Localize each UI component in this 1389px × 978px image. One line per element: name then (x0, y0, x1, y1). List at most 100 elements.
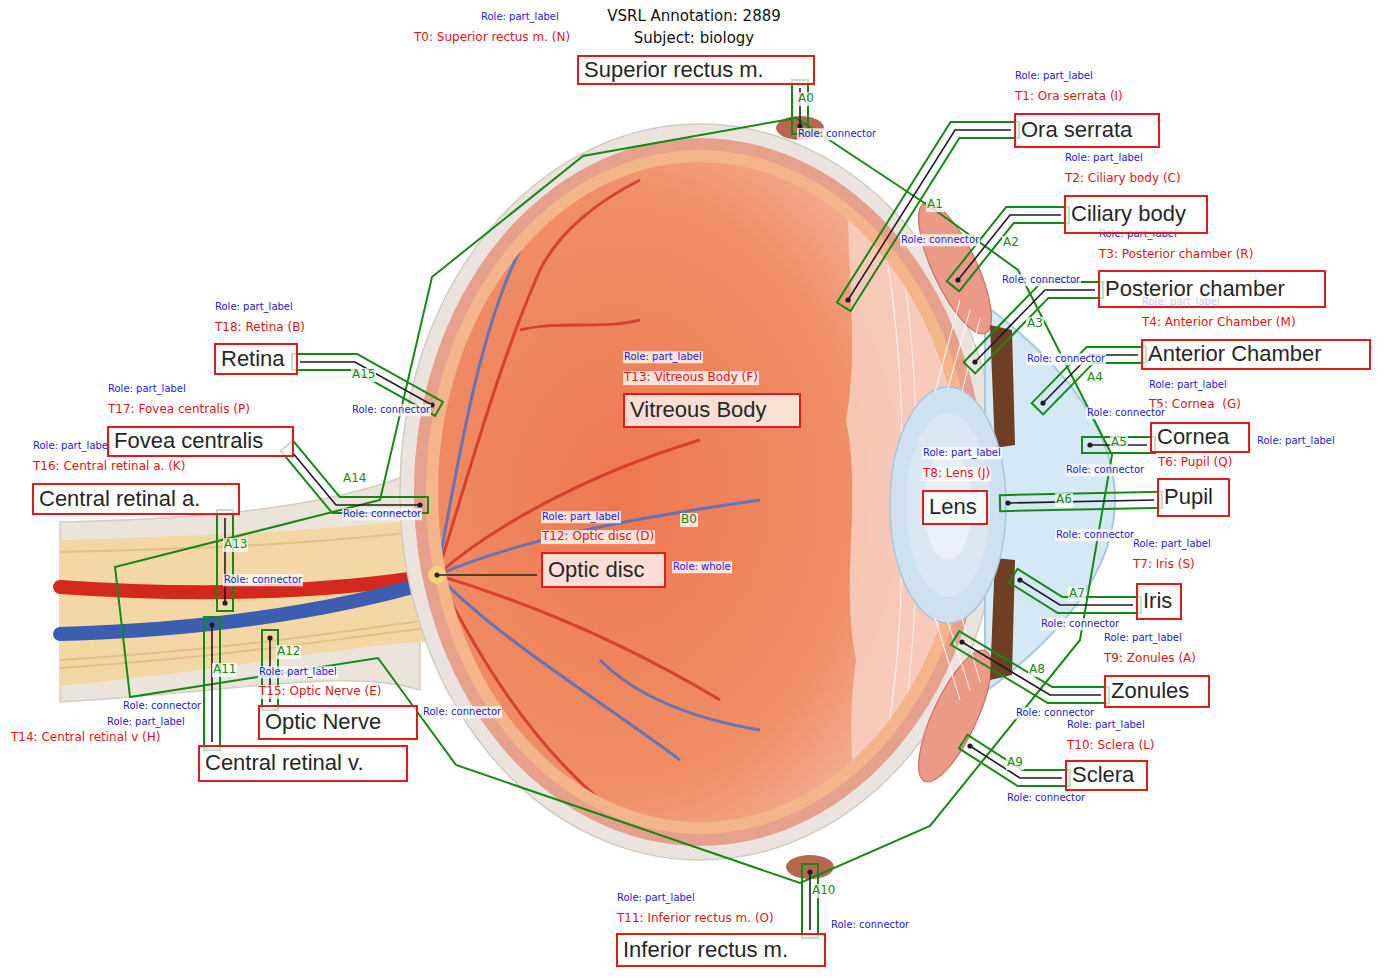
part-name: Anterior Chamber (1148, 342, 1322, 366)
part-name: Ciliary body (1071, 202, 1186, 226)
role-tag: Role: part_label (258, 666, 338, 678)
part-label-box: Central retinal v. (198, 745, 408, 782)
annotation-label: T14: Central retinal v (H) (10, 731, 161, 745)
annotation-label: T0: Superior rectus m. (N) (413, 31, 571, 45)
part-label-box: Optic disc (541, 552, 666, 588)
leader-line (848, 130, 1011, 300)
part-label-box: Zonules (1104, 675, 1210, 708)
annotation-label: T10: Sclera (L) (1066, 739, 1156, 753)
part-name: Iris (1143, 589, 1172, 613)
annotation-label: T11: Inferior rectus m. (O) (616, 912, 775, 926)
part-label-box: Ora serrata (1014, 113, 1160, 148)
part-label-box: Central retinal a. (32, 483, 240, 515)
part-name: Inferior rectus m. (623, 938, 788, 962)
part-name: Superior rectus m. (584, 58, 764, 82)
role-tag: Role: part_label (541, 511, 621, 523)
annotation-label: T18: Retina (B) (214, 321, 306, 335)
leader-line (958, 215, 1061, 280)
callout-number: A0 (797, 92, 815, 106)
leader-dot (417, 502, 422, 507)
callout-number: A7 (1068, 587, 1086, 601)
leader-dot (1087, 442, 1092, 447)
role-tag: Role: part_label (1256, 435, 1336, 447)
annotation-label: T15: Optic Nerve (E) (258, 685, 383, 699)
role-tag: Role: part_label (1132, 538, 1212, 550)
annotation-label: T13: Vitreous Body (F) (623, 371, 759, 385)
annotation-label: T9: Zonules (A) (1103, 652, 1197, 666)
leader-line (300, 362, 432, 405)
role-tag: Role: part_label (480, 11, 560, 23)
part-name: Central retinal a. (39, 487, 200, 511)
annotation-label: T16: Central retinal a. (K) (32, 460, 186, 474)
part-label-box: Vitreous Body (623, 393, 801, 428)
callout-number: A2 (1002, 236, 1020, 250)
role-tag: Role: connector (900, 234, 980, 246)
role-tag: Role: part_label (107, 383, 187, 395)
leader-dot (967, 743, 972, 748)
callout-number: A10 (811, 884, 836, 898)
annotation-label: T17: Fovea centralis (P) (107, 403, 251, 417)
callout-number: A1 (926, 198, 944, 212)
part-label-box: Inferior rectus m. (616, 933, 826, 967)
part-label-box: Ciliary body (1064, 195, 1208, 234)
leader-dot (955, 277, 960, 282)
callout-number: A4 (1086, 371, 1104, 385)
leader-dot (209, 622, 214, 627)
leader-dot (845, 297, 850, 302)
leader-line (970, 746, 1062, 778)
annotation-label: T6: Pupil (Q) (1157, 456, 1233, 470)
leader-dot (1040, 400, 1045, 405)
callout-number: B0 (680, 513, 698, 527)
callout-number: A11 (212, 663, 237, 677)
annotation-label: T4: Anterior Chamber (M) (1141, 316, 1297, 330)
callout-number: A5 (1110, 436, 1128, 450)
annotation-label: T2: Ciliary body (C) (1064, 172, 1182, 186)
role-tag: Role: connector (1086, 407, 1166, 419)
role-tag: Role: whole (672, 561, 732, 573)
role-tag: Role: connector (1040, 618, 1120, 630)
role-tag: Role: connector (1065, 464, 1145, 476)
role-tag: Role: part_label (106, 716, 186, 728)
part-label-box: Superior rectus m. (577, 55, 815, 85)
part-name: Lens (929, 495, 977, 519)
callout-number: A14 (342, 472, 367, 486)
part-label-box: Posterior chamber (1098, 270, 1326, 308)
part-label-box: Anterior Chamber (1141, 339, 1371, 370)
role-tag: Role: connector (1006, 792, 1086, 804)
leader-line (809, 872, 811, 930)
leader-line (975, 290, 1095, 362)
part-name: Central retinal v. (205, 751, 364, 775)
callout-number: A9 (1006, 756, 1024, 770)
leader-dot (959, 639, 964, 644)
callout-number: A3 (1026, 317, 1044, 331)
role-tag: Role: part_label (1064, 152, 1144, 164)
part-name: Sclera (1072, 763, 1134, 787)
role-tag: Role: connector (342, 508, 422, 520)
role-tag: Role: connector (223, 574, 303, 586)
leader-dot (1005, 500, 1010, 505)
role-tag: Role: part_label (616, 892, 696, 904)
annotation-label: T8: Lens (J) (922, 467, 991, 481)
part-name: Optic disc (548, 558, 645, 582)
role-tag: Role: part_label (623, 351, 703, 363)
part-label-box: Lens (922, 490, 988, 525)
role-tag: Role: part_label (1103, 632, 1183, 644)
role-tag: Role: part_label (1014, 70, 1094, 82)
role-tag: Role: part_label (32, 440, 112, 452)
title: VSRL Annotation: 2889 (606, 8, 782, 25)
callout-number: A6 (1055, 493, 1073, 507)
leader-line (1020, 580, 1133, 605)
leader-dot (267, 635, 272, 640)
role-tag: Role: connector (1026, 353, 1106, 365)
part-label-box: Pupil (1157, 478, 1230, 517)
part-name: Retina (221, 347, 285, 371)
role-tag: Role: connector (797, 128, 877, 140)
part-name: Posterior chamber (1105, 277, 1285, 301)
callout-number: A13 (223, 538, 248, 552)
part-label-box: Sclera (1065, 760, 1148, 791)
leader-dot (972, 359, 977, 364)
leader-dot (807, 869, 812, 874)
leader-line (224, 518, 226, 603)
